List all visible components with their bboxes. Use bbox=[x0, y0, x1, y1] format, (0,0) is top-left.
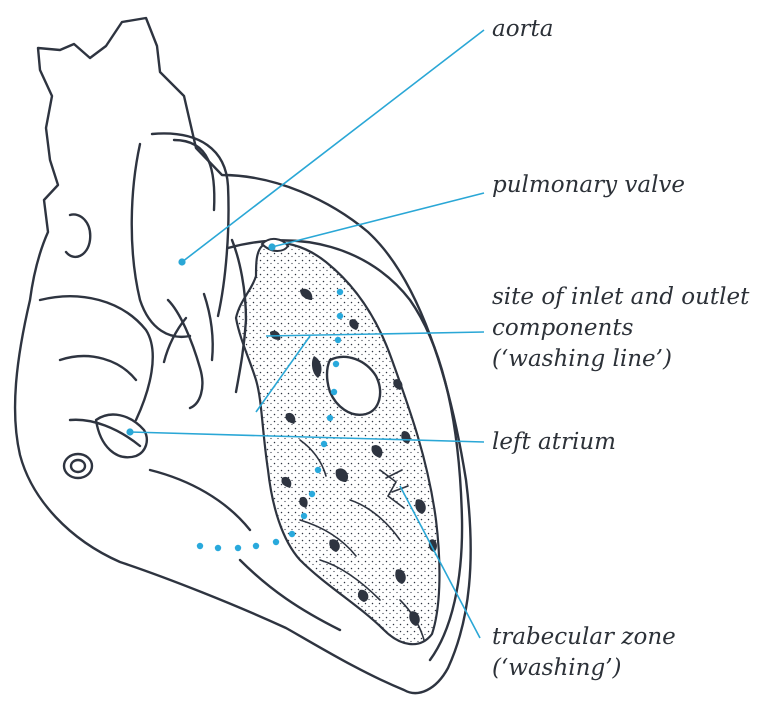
label-trabecular-zone: trabecular zone (‘washing’) bbox=[492, 622, 676, 684]
ventricle-stipple bbox=[234, 238, 441, 646]
label-trabecular-line2: (‘washing’) bbox=[492, 655, 622, 681]
leader-pulmonary-valve bbox=[271, 192, 485, 248]
leader-left-atrium bbox=[129, 431, 485, 443]
label-site-line3: (‘washing line’) bbox=[492, 346, 672, 372]
label-site-of-inlet-outlet: site of inlet and outlet components (‘wa… bbox=[492, 282, 749, 375]
label-trabecular-line1: trabecular zone bbox=[492, 624, 676, 650]
label-pulmonary-valve: pulmonary valve bbox=[492, 172, 686, 198]
label-site-line2: components bbox=[492, 315, 634, 341]
label-left-atrium: left atrium bbox=[492, 429, 616, 455]
leader-lines bbox=[126, 29, 485, 639]
leader-site bbox=[265, 331, 485, 337]
heart-outline bbox=[13, 16, 472, 695]
washing-line-dots bbox=[196, 288, 344, 552]
label-aorta: aorta bbox=[492, 16, 554, 42]
label-site-line1: site of inlet and outlet bbox=[492, 284, 750, 310]
leader-trabecular bbox=[399, 485, 481, 639]
leader-aorta bbox=[181, 29, 485, 263]
